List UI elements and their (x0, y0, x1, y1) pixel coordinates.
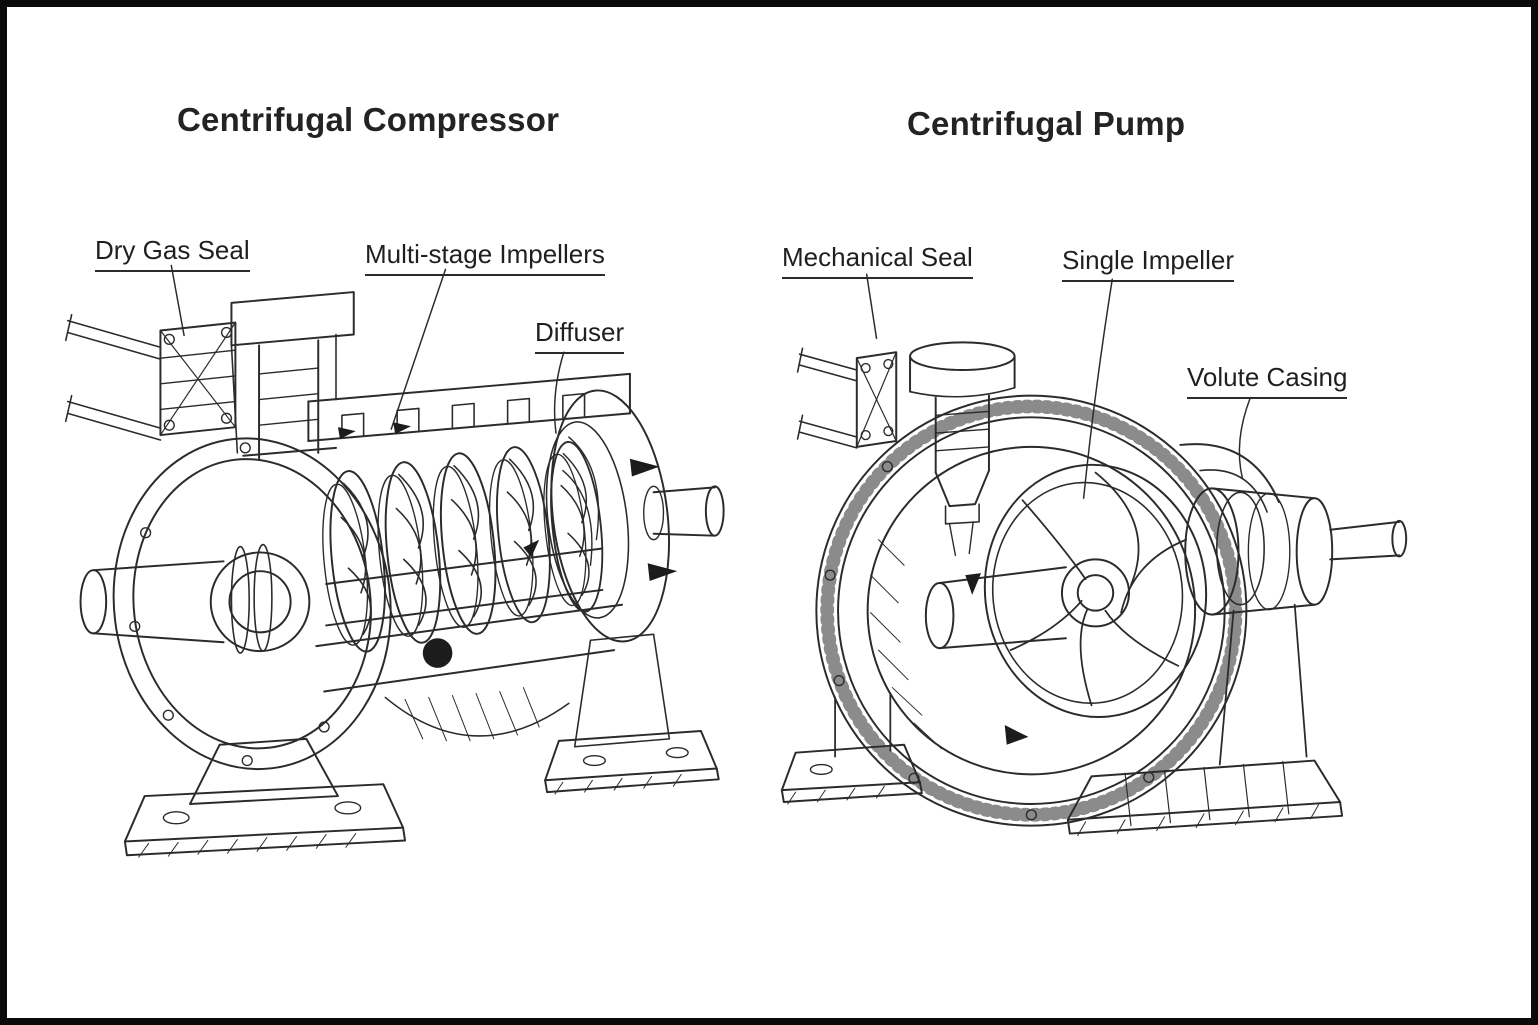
pump-flow-arrow-icons (965, 573, 1029, 745)
pump-pedestal-base (1066, 603, 1344, 837)
balance-drum (422, 638, 453, 668)
compressor-rear-foot (544, 633, 720, 795)
label-multi-stage-impellers: Multi-stage Impellers (365, 239, 605, 276)
compressor-front-foot (123, 737, 407, 858)
compressor-seal-piping (64, 313, 162, 441)
dry-gas-seal-part (159, 321, 237, 437)
diagram-svg (64, 264, 1408, 858)
label-diffuser: Diffuser (535, 317, 625, 354)
volute-casing-part (815, 394, 1248, 827)
title-centrifugal-compressor: Centrifugal Compressor (177, 101, 560, 138)
pump-bearing-housing (1179, 443, 1408, 616)
flow-arrow-icons (337, 422, 678, 582)
pump-left-foot (780, 692, 923, 805)
diffuser-part (545, 389, 671, 643)
title-centrifugal-pump: Centrifugal Pump (907, 105, 1186, 142)
label-dry-gas-seal: Dry Gas Seal (95, 235, 250, 272)
pump-drawing (780, 341, 1408, 837)
label-mechanical-seal: Mechanical Seal (782, 242, 973, 279)
single-impeller-part (983, 463, 1208, 718)
mechanical-seal-part (909, 341, 1016, 557)
label-volute-casing: Volute Casing (1187, 362, 1348, 399)
compressor-drawing (64, 291, 725, 858)
leader-lines (170, 264, 1252, 499)
label-single-impeller: Single Impeller (1062, 245, 1234, 282)
pump-seal-piping (796, 347, 898, 449)
